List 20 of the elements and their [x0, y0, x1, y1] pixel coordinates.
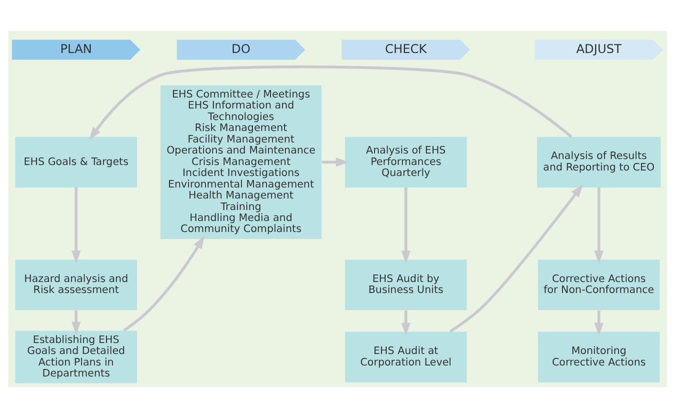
arrow — [72, 310, 81, 335]
node-box: Monitoring Corrective Actions — [538, 332, 660, 382]
node-box: Establishing EHS Goals and Detailed Action Plans in Departments — [15, 330, 138, 384]
node-box: EHS Audit by Business Units — [345, 260, 467, 310]
arrow — [322, 158, 350, 167]
node-box: EHS Committee / Meetings EHS Information and Technologies Risk Management Facility Management Operations and Maintenance Crisis Management Incident Investigations Environmental Management Health Management Training Handling Media and Community Complaints — [160, 85, 322, 239]
arrow — [89, 65, 572, 140]
arrow — [401, 188, 410, 264]
node-box: EHS Audit at Corporation Level — [345, 332, 467, 382]
arrow — [594, 188, 604, 264]
arrow — [449, 184, 584, 333]
node-box: Analysis of Results and Reporting to CEO — [537, 136, 661, 188]
arrow — [72, 188, 81, 264]
node-box: EHS Goals & Targets — [15, 136, 138, 188]
arrow — [122, 236, 205, 332]
node-box: Corrective Actions for Non-Conformance — [538, 260, 660, 310]
node-box: Analysis of EHS Performances Quarterly — [345, 136, 467, 188]
arrow — [401, 310, 410, 336]
arrow — [594, 310, 604, 336]
node-box: Hazard analysis and Risk assessment — [15, 260, 138, 310]
